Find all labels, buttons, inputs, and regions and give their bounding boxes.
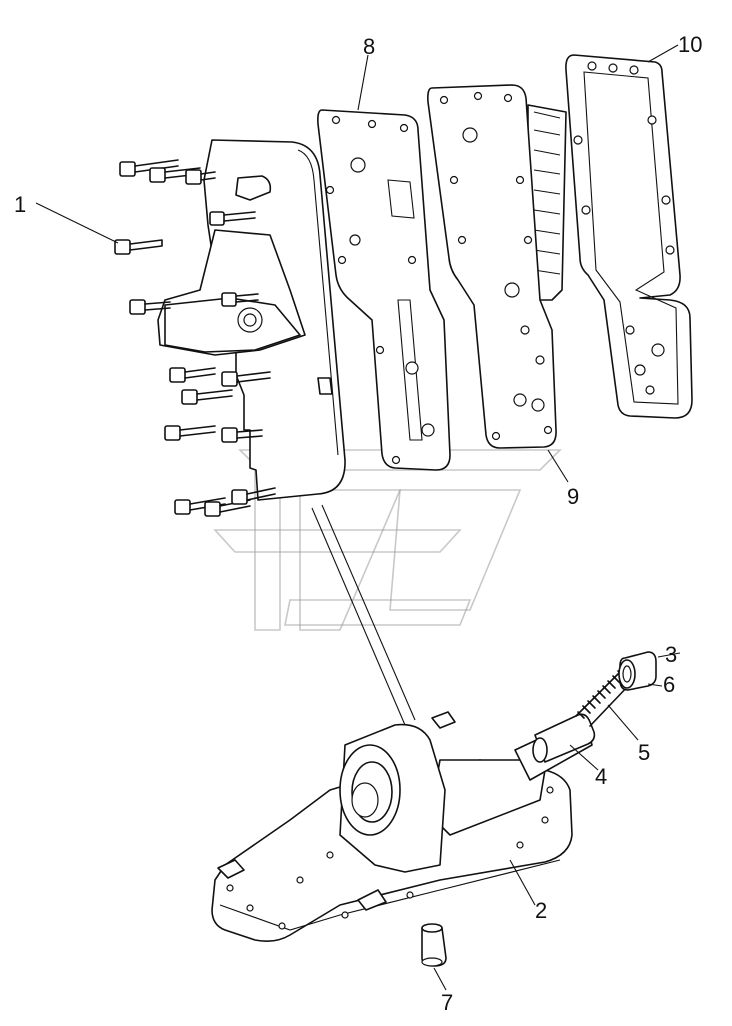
bolt <box>181 389 233 405</box>
leader-8 <box>357 54 369 111</box>
leader-7 <box>433 967 447 991</box>
leader-6 <box>647 683 663 687</box>
bolt <box>231 487 276 505</box>
bolt <box>114 239 163 255</box>
alignment-lines <box>311 504 416 726</box>
gasket-10 <box>565 54 693 419</box>
callout-2: 2 <box>535 898 547 923</box>
leader-9 <box>547 449 569 483</box>
cover-housing <box>157 139 346 501</box>
callout-4: 4 <box>595 764 607 789</box>
bolt <box>185 169 216 185</box>
callout-3: 3 <box>665 642 677 667</box>
fitting-7 <box>421 923 447 967</box>
callout-8: 8 <box>363 34 375 59</box>
valve-plunger-4 <box>532 713 596 763</box>
callout-9: 9 <box>567 484 579 509</box>
leader-4 <box>569 744 599 771</box>
bolt-group-1 <box>114 159 276 517</box>
gasket-plate-8 <box>317 109 451 471</box>
leader-2 <box>509 859 536 906</box>
leader-10 <box>647 44 679 63</box>
callout-5: 5 <box>638 740 650 765</box>
bolt <box>221 371 271 387</box>
bolt <box>164 425 216 441</box>
bolt <box>129 299 171 315</box>
leader-lines <box>35 44 681 991</box>
bolt <box>221 427 263 443</box>
leader-3 <box>657 652 681 658</box>
leader-1 <box>35 202 119 244</box>
callout-10: 10 <box>678 32 702 57</box>
bolt <box>221 292 259 307</box>
bolt <box>169 367 216 383</box>
bolt <box>209 211 256 226</box>
bolt <box>149 167 201 183</box>
cooler-core-9 <box>427 84 567 449</box>
bolt <box>119 159 179 177</box>
plug-3 <box>618 651 657 691</box>
callout-6: 6 <box>663 672 675 697</box>
leader-5 <box>607 704 639 741</box>
filter-head-2 <box>211 711 593 942</box>
callout-1: 1 <box>14 192 26 217</box>
callout-7: 7 <box>441 990 453 1015</box>
